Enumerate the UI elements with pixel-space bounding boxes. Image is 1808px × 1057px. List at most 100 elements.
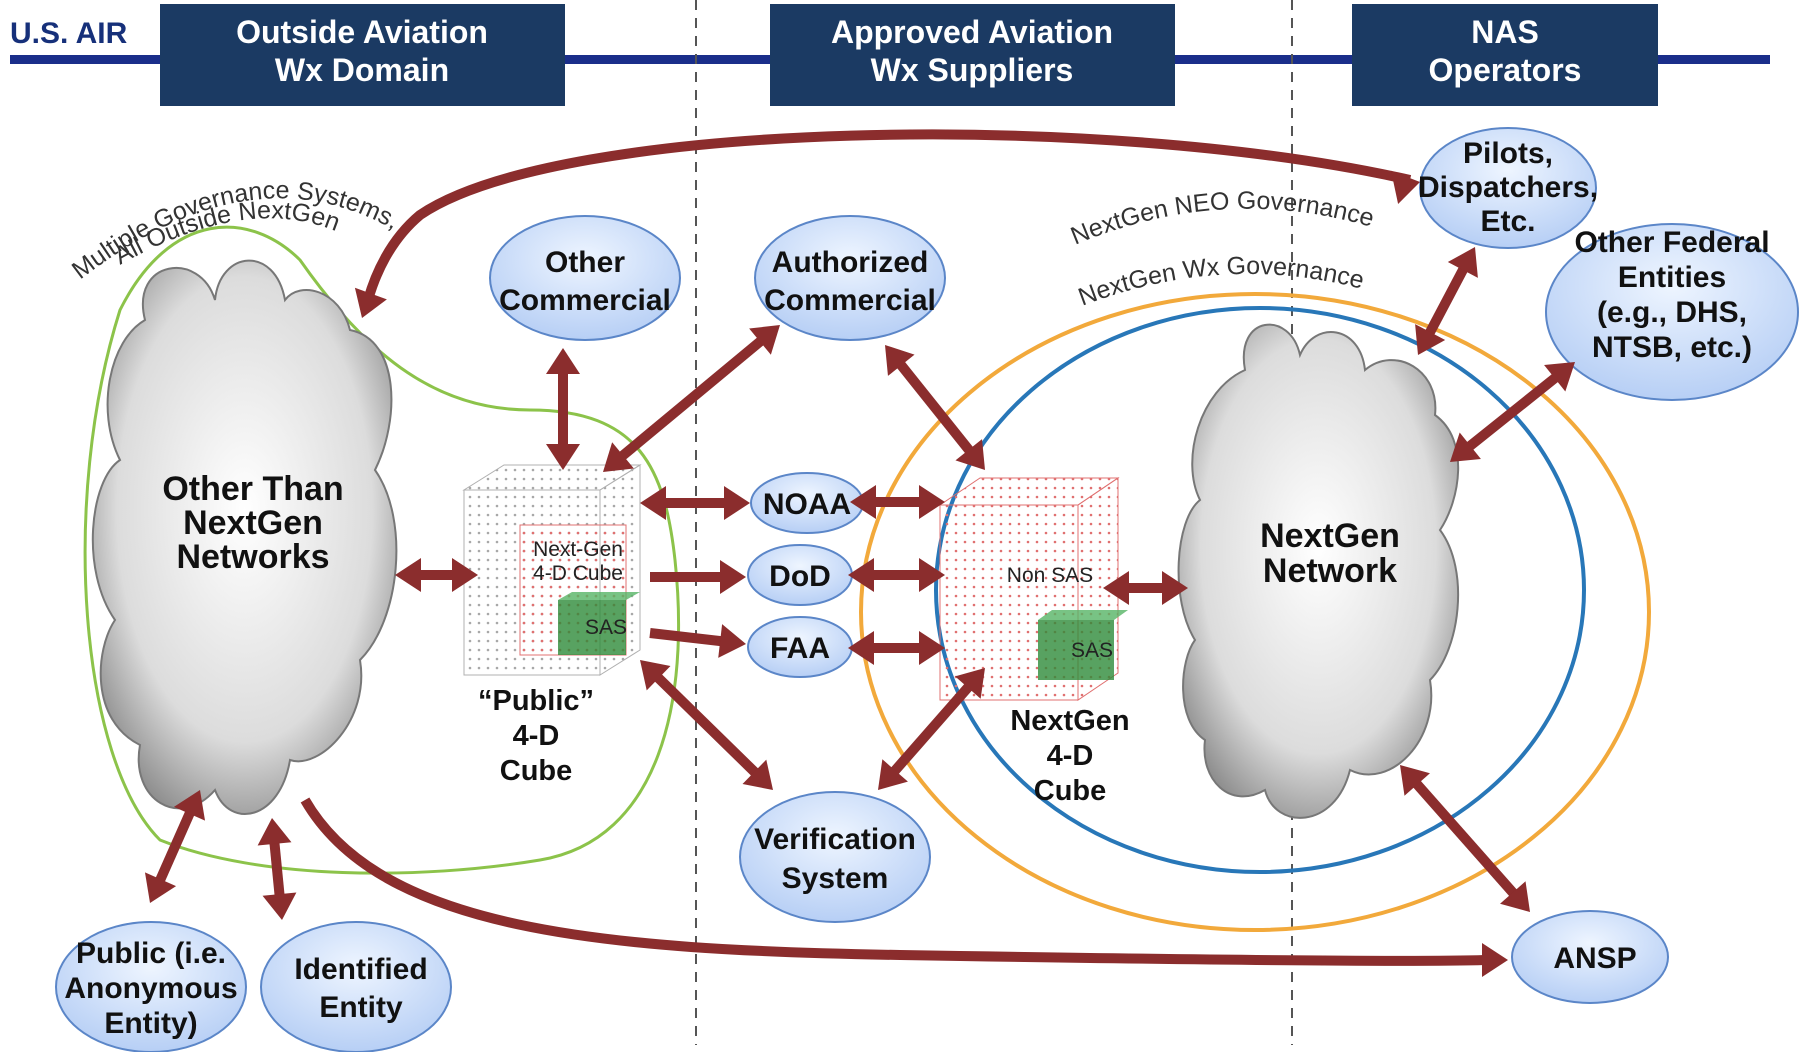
arrow-noaa-nextgencube-start-head [850,485,876,519]
other-commercial-line2: Commercial [499,284,671,317]
cloud-other-line1: Other Than [162,470,343,508]
nextgen-cube-label-line1: NextGen [1010,705,1129,737]
ansp-label: ANSP [1553,942,1636,975]
arrow-verification-nextgencube [888,681,975,777]
node-authorized-commercial: Authorized Commercial [754,215,946,341]
public-line2: Anonymous [64,972,237,1005]
arrow-authorized-nextgencube-start-head [885,345,915,376]
arrow-cloud-identified-start-head [257,818,292,846]
authorized-commercial-line1: Authorized [772,246,929,279]
neo-governance-ring [859,292,1651,932]
header-outside-line1: Outside Aviation [236,14,488,50]
nextgen-4d-cube: Non SAS SAS [938,477,1128,701]
nextgen-sas-block [1038,620,1114,680]
arrow-noaa-nextgencube-end-head [919,485,945,519]
other-federal-line2: Entities [1618,261,1726,294]
identified-line2: Entity [319,991,403,1024]
header-nas-line1: NAS [1471,14,1539,50]
node-pilots-dispatchers: Pilots, Dispatchers, Etc. [1418,127,1598,249]
arrow-cube-faa [649,628,725,647]
header-approved-suppliers: Approved Aviation Wx Suppliers [770,4,1175,106]
node-faa: FAA [747,616,853,678]
arrow-authorized-cube [616,335,767,462]
public-sas-label: SAS [585,616,627,639]
cloud-nextgen-line2: Network [1263,552,1397,590]
arrow-pilots-cloud-end-head [354,287,387,318]
nextgen-cube-label-line2: 4-D [1047,740,1094,772]
arrow-cloud-identified-end-head [262,892,297,920]
other-federal-line3: (e.g., DHS, [1597,296,1747,329]
arrow-cloud-public-end-head [144,872,177,903]
arrow-cube-noaa-start-head [640,486,666,520]
faa-label: FAA [770,632,830,665]
arrow-cloud-identified [269,839,285,899]
arrow-network-ansp [1410,778,1520,899]
arrow-federal-network-end-head [1450,432,1481,462]
public-cube-label-line2: 4-D [513,720,560,752]
arrow-authorized-cube-start-head [749,325,780,355]
arrow-authorized-nextgencube-end-head [955,439,985,470]
wx-governance-ring [934,306,1586,874]
node-other-commercial: Other Commercial [489,215,681,341]
arrow-othercommercial-cube-start-head [546,348,580,374]
arrow-othercommercial-cube-end-head [546,444,580,470]
cloud-nextgen-network: NextGen Network [1177,323,1460,819]
label-wx-governance: NextGen Wx Governance [1075,252,1367,312]
other-commercial-line1: Other [545,246,625,279]
nextgen-sas-label: SAS [1071,639,1113,662]
public-sas-block [558,600,626,655]
label-neo-governance: NextGen NEO Governance [1067,187,1377,251]
arrow-faa-nextgencube-end-head [919,631,945,665]
arrow-dod-nextgencube-end-head [919,558,945,592]
arrow-cloud-ansp-end-head [1482,943,1508,977]
public-cube-inner-line1: Next-Gen [533,538,623,561]
arrow-cloud-publiccube-start-head [395,558,421,592]
verification-line1: Verification [754,823,916,856]
arrow-pilots-network-start-head [1447,247,1478,278]
header-approved-line1: Approved Aviation [831,14,1113,50]
other-federal-line1: Other Federal [1574,226,1769,259]
arrow-nextgencube-network-start-head [1103,571,1129,605]
arrow-verification-nextgencube-end-head [955,668,985,699]
public-cube-label-line1: “Public” [478,685,594,717]
arrow-cloud-public [154,808,196,885]
arrow-cube-verification-start-head [640,660,671,691]
node-public-anonymous: Public (i.e. Anonymous Entity) [55,921,247,1053]
arrow-federal-network-start-head [1544,362,1575,392]
arrow-cube-verification-end-head [742,759,773,790]
verification-line2: System [782,862,889,895]
arrow-nextgencube-network-end-head [1162,571,1188,605]
node-verification-system: Verification System [739,791,931,923]
other-federal-line4: NTSB, etc.) [1592,331,1752,364]
arrow-verification-nextgencube-start-head [878,759,908,790]
node-noaa: NOAA [750,472,864,534]
dod-label: DoD [769,560,831,593]
public-4d-cube: Next-Gen 4-D Cube SAS [462,464,642,676]
arrow-pilots-cloud-start-head [1391,170,1420,205]
arrow-cube-verification [652,671,761,779]
arrow-cloud-public-start-head [173,790,206,821]
node-identified-entity: Identified Entity [260,921,452,1053]
cloud-other-than-nextgen: Other Than NextGen Networks [91,259,398,815]
node-ansp: ANSP [1511,910,1669,1004]
identified-line1: Identified [294,953,427,986]
arrow-dod-nextgencube-start-head [848,558,874,592]
node-dod: DoD [747,544,853,606]
arrow-network-ansp-end-head [1500,881,1530,912]
arrow-pilots-cloud [363,129,1412,302]
public-cube-label-line3: Cube [500,755,573,787]
nextgen-nonsas-label: Non SAS [1007,564,1093,587]
arrow-cube-dod-end-head [720,560,746,594]
public-line3: Entity) [104,1007,197,1040]
pilots-line2: Dispatchers, [1418,171,1598,204]
header-outside-line2: Wx Domain [275,52,449,88]
header-approved-line2: Wx Suppliers [871,52,1074,88]
arrow-authorized-nextgencube [894,359,976,456]
header-nas-operators: NAS Operators [1352,4,1658,106]
cloud-nextgen-line1: NextGen [1260,517,1400,555]
cloud-other-line3: Networks [176,538,329,576]
header-nas-line2: Operators [1429,52,1582,88]
noaa-label: NOAA [763,488,851,521]
header-outside-aviation: Outside Aviation Wx Domain [160,4,565,106]
